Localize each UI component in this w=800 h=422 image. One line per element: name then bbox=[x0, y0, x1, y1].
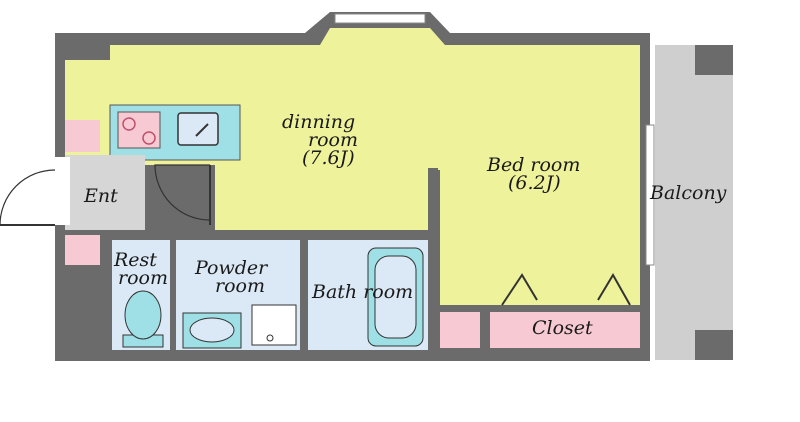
inner-door-swing bbox=[154, 164, 211, 221]
basin-bowl bbox=[189, 317, 235, 343]
closet-door bbox=[501, 273, 538, 306]
burner-icon bbox=[142, 131, 156, 145]
entry-floor bbox=[65, 155, 145, 230]
living-floor bbox=[65, 28, 640, 305]
balcony-rail bbox=[695, 330, 733, 360]
bed-room-size: (6.2J) bbox=[508, 172, 561, 194]
closet-door bbox=[597, 273, 631, 306]
powder-room-label: Powder bbox=[195, 257, 268, 279]
entry-door-gap bbox=[50, 157, 70, 225]
closet-floor bbox=[490, 312, 640, 348]
shoe-box-upper bbox=[65, 120, 100, 152]
sink-icon bbox=[177, 112, 219, 146]
entry-label: Ent bbox=[84, 185, 118, 207]
balcony-floor bbox=[655, 45, 733, 360]
partition-wall bbox=[428, 168, 438, 308]
storage-floor bbox=[440, 312, 480, 348]
bath-room-label: Bath room bbox=[312, 281, 414, 303]
powder-room-label-2: room bbox=[215, 275, 265, 297]
bed-room-label: Bed room bbox=[487, 154, 581, 176]
faucet-icon bbox=[195, 123, 209, 137]
entry-door-swing bbox=[0, 169, 56, 226]
dining-room-size: (7.6J) bbox=[302, 147, 355, 169]
burner-icon bbox=[122, 117, 136, 131]
balcony-rail bbox=[695, 45, 733, 75]
balcony-window bbox=[645, 124, 655, 266]
shoe-box-lower bbox=[65, 235, 100, 265]
bathtub-inner bbox=[374, 255, 417, 339]
balcony-label: Balcony bbox=[650, 182, 727, 204]
washer-drain bbox=[266, 334, 274, 342]
rest-room-label: Rest bbox=[114, 249, 157, 271]
closet-label: Closet bbox=[532, 317, 593, 339]
dining-room-label: dinning bbox=[282, 111, 356, 133]
washer-pan bbox=[251, 304, 297, 346]
toilet-icon bbox=[124, 290, 162, 340]
dining-room-label-2: room bbox=[308, 129, 358, 151]
bay-window-glass bbox=[334, 13, 426, 24]
rest-room-label-2: room bbox=[118, 267, 168, 289]
